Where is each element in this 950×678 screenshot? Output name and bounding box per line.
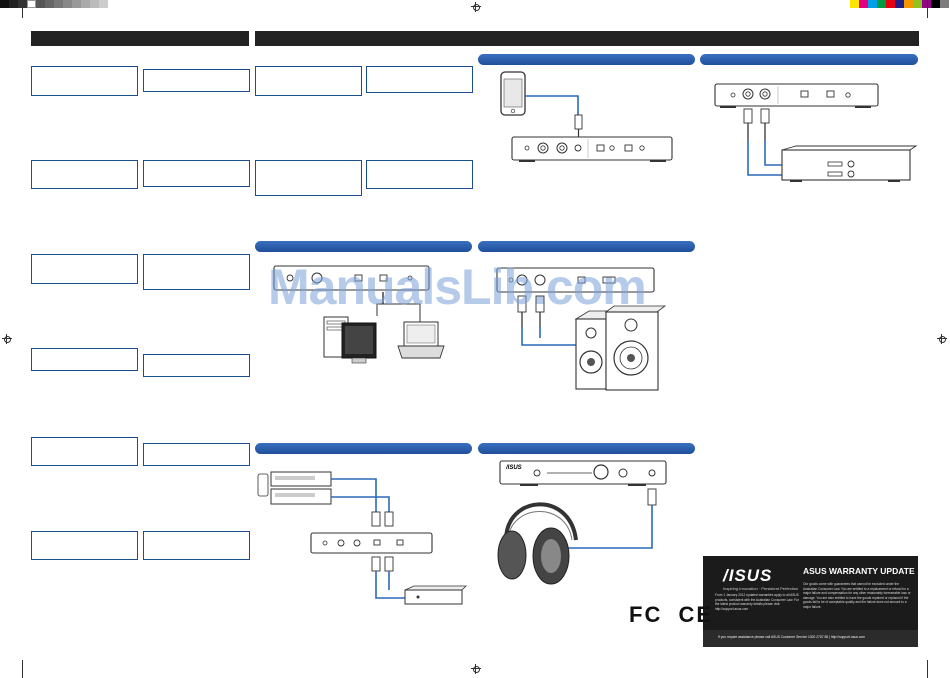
panel-header-pc [255, 241, 472, 252]
warranty-notice: /ISUS Inspiring Innovation · Persistent … [703, 556, 918, 647]
svg-text:/ISUS: /ISUS [505, 465, 522, 471]
rca-plug-icon [371, 556, 381, 572]
content-box [255, 66, 362, 96]
rca-plug-icon [384, 511, 394, 527]
crop-mark-icon [927, 660, 928, 678]
content-box [31, 437, 138, 466]
warranty-body-left: From 1 January 2012 updated warranties a… [715, 593, 799, 611]
warranty-footer: If you require assistance please call AS… [703, 630, 918, 647]
content-box [366, 160, 473, 189]
amplifier-icon [781, 145, 918, 182]
warranty-body-right: Our goods come with guarantees that cann… [803, 582, 911, 609]
right-section-header-bar [255, 31, 919, 46]
left-section-header-bar [31, 31, 249, 46]
content-box [31, 531, 138, 560]
rca-plug-icon [371, 511, 381, 527]
device-rear-panel [273, 265, 430, 291]
rca-plug-icon [517, 295, 527, 327]
content-box [31, 348, 138, 371]
registration-mark-icon [937, 334, 947, 344]
content-box [143, 531, 250, 560]
rca-plug-icon [574, 114, 583, 137]
content-box [31, 254, 138, 284]
rca-plug-icon [760, 108, 770, 140]
content-box [143, 354, 250, 377]
rca-plug-icon [535, 295, 545, 327]
content-box [255, 160, 362, 196]
panel-header-rca-out [700, 54, 918, 65]
content-box [31, 160, 138, 189]
content-box [143, 443, 250, 466]
content-box [366, 66, 473, 93]
panel-header-optical [255, 443, 472, 454]
monitor-icon [341, 322, 377, 364]
ce-mark: CE [678, 602, 714, 627]
asus-logo: /ISUS [723, 566, 773, 585]
color-calibration-bar [850, 0, 949, 8]
content-box [31, 66, 138, 96]
device-front-panel: /ISUS [499, 460, 667, 486]
rca-plug-icon [647, 488, 657, 506]
crop-mark-icon [22, 0, 23, 18]
registration-mark-icon [471, 664, 481, 674]
fcc-mark: FC [629, 602, 663, 627]
warranty-title: ASUS WARRANTY UPDATE [803, 566, 915, 576]
panel-header-speakers [478, 241, 695, 252]
laptop-icon [397, 321, 445, 359]
compliance-marks: FC CE [629, 602, 713, 628]
smartphone-icon [500, 71, 526, 116]
device-rear-panel [310, 532, 433, 554]
set-top-box-icon [404, 585, 467, 605]
panel-header-headphones [478, 443, 695, 454]
rca-plug-icon [384, 556, 394, 572]
crop-mark-icon [22, 660, 23, 678]
device-rear-panel [511, 136, 673, 162]
crop-mark-icon [927, 0, 928, 18]
amplifier-icon [270, 471, 332, 505]
asus-tagline: Inspiring Innovation · Persistent Perfec… [723, 586, 799, 591]
content-box [143, 69, 250, 92]
device-rear-panel [714, 83, 879, 108]
registration-mark-icon [2, 334, 12, 344]
speaker-icon [604, 305, 667, 391]
watermark: ManualsLib.com [268, 259, 647, 315]
panel-header-smartphone [478, 54, 695, 65]
device-rear-panel [496, 267, 655, 293]
rca-plug-icon [743, 108, 753, 140]
remote-control-icon [257, 473, 269, 497]
registration-mark-icon [471, 2, 481, 12]
content-box [143, 160, 250, 187]
headphones-icon [497, 502, 578, 585]
content-box [143, 254, 250, 290]
